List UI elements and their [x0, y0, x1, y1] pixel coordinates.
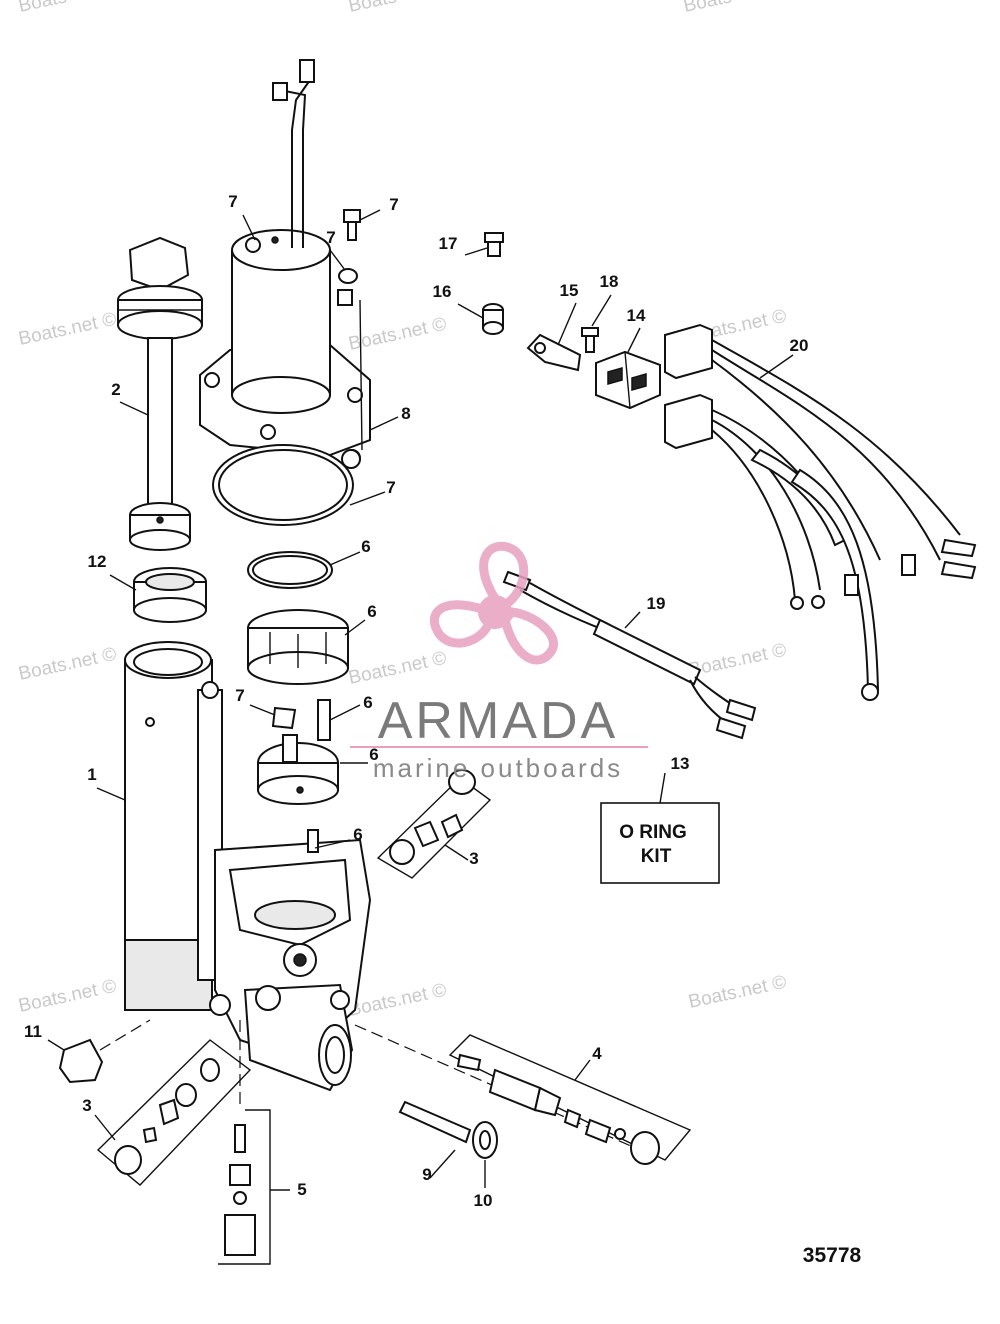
callout-number: 9 — [422, 1165, 431, 1184]
kit-line-2: KIT — [641, 846, 672, 867]
part-4-tilt-relief-assembly — [354, 1024, 692, 1165]
part-1-trim-cylinder — [124, 641, 223, 1011]
part-6-pump-o-ring — [247, 551, 333, 589]
part-16-grommet — [482, 303, 504, 335]
propeller-icon — [430, 541, 558, 665]
watermark-text: Boats.net © — [347, 314, 449, 355]
part-19-sender-wire — [502, 570, 757, 740]
part-manifold-housing — [209, 838, 372, 1092]
callout-number: 1 — [87, 765, 96, 784]
part-15-bracket — [526, 333, 582, 372]
callout-number: 11 — [24, 1022, 42, 1041]
watermark-text: Boats — [682, 0, 734, 17]
part-3-valve-group-upper — [376, 769, 492, 879]
callout-number: 7 — [228, 192, 237, 211]
callout-number: 3 — [82, 1096, 91, 1115]
watermark-text: Boats.net © — [17, 309, 119, 350]
callout-number: 7 — [389, 195, 398, 214]
armada-logo: ARMADA marine outboards — [350, 541, 648, 783]
part-trim-pump-motor — [199, 59, 371, 467]
part-2-piston-rod — [117, 236, 203, 551]
watermark-text: Boats.net © — [17, 644, 119, 685]
kit-line-1: O RING — [619, 822, 687, 843]
part-6-filter — [247, 609, 349, 685]
part-10-retaining-ring — [472, 1121, 498, 1188]
callout-number: 8 — [401, 404, 410, 423]
diagram-number: 35778 — [803, 1244, 862, 1267]
part-17-screw — [464, 232, 504, 257]
watermark-text: Boats.net © — [347, 648, 449, 689]
part-7-motor-o-ring — [212, 444, 354, 526]
callout-number: 6 — [367, 602, 376, 621]
callout-number: 7 — [386, 478, 395, 497]
part-7-motor-screw — [337, 209, 381, 306]
callout-number: 17 — [439, 234, 458, 253]
logo-brand-text: ARMADA — [378, 692, 618, 750]
callout-number: 6 — [353, 825, 362, 844]
callout-number: 20 — [790, 336, 809, 355]
watermark-text: Boats — [347, 0, 399, 17]
part-3-valve-group-lower — [96, 1039, 252, 1186]
watermark-text: Boats.net © — [347, 980, 449, 1021]
callout-number: 16 — [433, 282, 452, 301]
watermark-text: Boats — [17, 0, 69, 17]
callout-number: 7 — [326, 228, 335, 247]
part-11-fill-plug — [58, 1019, 151, 1084]
callout-number: 7 — [235, 686, 244, 705]
watermark-text: Boats.net © — [687, 640, 789, 681]
leader-lines — [47, 214, 794, 1191]
part-9-manual-release-shaft — [398, 1100, 472, 1179]
callout-number: 15 — [560, 281, 579, 300]
part-20-wiring-harness — [664, 323, 977, 701]
callout-number: 2 — [111, 380, 120, 399]
o-ring-kit-box: O RING KIT — [600, 802, 720, 884]
callout-number: 19 — [647, 594, 666, 613]
callout-number: 4 — [592, 1044, 602, 1063]
part-14-relay — [595, 350, 661, 410]
watermark-text: Boats.net © — [687, 972, 789, 1013]
callout-number: 6 — [361, 537, 370, 556]
callout-number: 6 — [363, 693, 372, 712]
callout-number: 14 — [627, 306, 646, 325]
callout-number: 10 — [474, 1191, 493, 1210]
callout-number: 18 — [600, 272, 619, 291]
part-6-pump-assembly — [257, 699, 339, 853]
callout-number: 13 — [671, 754, 690, 773]
callout-number: 6 — [369, 745, 378, 764]
callout-number: 12 — [88, 552, 107, 571]
part-8-ground-strap — [341, 299, 399, 469]
callout-number: 5 — [297, 1180, 306, 1199]
callout-number: 3 — [469, 849, 478, 868]
part-18-screw — [581, 327, 599, 353]
watermark-text: Boats.net © — [17, 976, 119, 1017]
part-12-rod-seal — [133, 567, 207, 623]
logo-tagline: marine outboards — [373, 753, 623, 783]
part-5-manual-release-valve — [218, 1020, 271, 1265]
